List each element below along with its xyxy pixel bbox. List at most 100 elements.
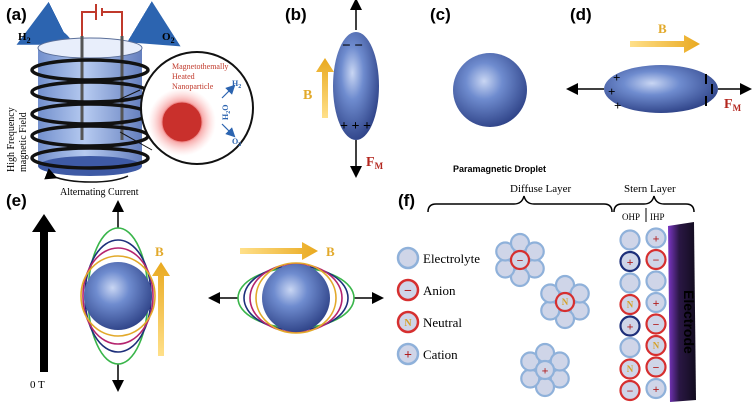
cation-cluster-core: + (534, 359, 556, 381)
ihp-ion-1-symbol: − (653, 253, 660, 267)
zero-field-label: 0 T (30, 379, 45, 391)
electrolyte-icon (396, 246, 420, 270)
cation-cluster-core-symbol: + (542, 363, 549, 377)
panel-d-label: (d) (570, 5, 592, 24)
np-label-2: Heated (172, 72, 195, 81)
neutral-cluster-core: N (554, 291, 576, 313)
ihp-ion-6-symbol: − (653, 360, 660, 374)
spherical-droplet (453, 53, 527, 127)
panel-a: (a) H2 O2 Hig (6, 1, 254, 198)
field-strength-arrow-icon (32, 214, 56, 372)
o2-arrow-icon (127, 1, 181, 47)
inset-h2-label: H2 (232, 79, 241, 90)
inset-h2o-label: H2O (221, 105, 232, 120)
legend-item-neutral: N Neutral (396, 310, 462, 334)
panel-c-caption: Paramagnetic Droplet (453, 164, 546, 174)
cation-icon (396, 342, 420, 366)
panel-d-force-label: FM (724, 97, 742, 113)
anion-icon (396, 278, 420, 302)
current-label: Alternating Current (60, 187, 139, 198)
ihp-label: IHP (650, 212, 665, 222)
ohp-ion-7: − (619, 379, 641, 402)
neutral-symbol: N (404, 318, 412, 329)
panel-b-field-label: B (303, 88, 312, 103)
field-arrow-e-vertical-icon (152, 262, 170, 356)
legend-electrolyte-label: Electrolyte (423, 251, 480, 266)
solvated-ion-clusters: − N + (495, 232, 590, 398)
panel-e: (e) 0 T B B (6, 191, 384, 392)
ihp-ion-7: + (645, 377, 667, 400)
svg-text:+: + (614, 98, 621, 113)
field-arrow-d-icon (630, 35, 700, 53)
cation-cluster-solvent-5 (549, 351, 570, 372)
field-label-line2: magnetic Field (18, 112, 29, 172)
droplet-minus-charges: − − (342, 38, 363, 54)
droplet-plus-charges-d: +++ (608, 70, 621, 113)
ihp-ion-4: − (645, 313, 667, 335)
elongated-droplet (333, 32, 379, 140)
ihp-ion-4-symbol: − (653, 317, 660, 331)
flattened-droplet (604, 65, 718, 113)
legend-neutral-label: Neutral (423, 315, 462, 330)
legend-item-anion: − Anion (396, 278, 456, 302)
ihp-ion-3: + (645, 291, 667, 314)
field-arrow-e-horizontal-icon (240, 242, 318, 260)
panel-b-force-label: FM (366, 155, 384, 171)
neutral-cluster-solvent-5 (569, 283, 590, 304)
anion-cluster-core-symbol: − (517, 253, 524, 267)
ohp-ion-0 (619, 229, 641, 251)
current-arrow-icon (44, 168, 129, 183)
panel-d: (d) B +++ FM (566, 5, 752, 113)
ohp-ion-7-symbol: − (627, 384, 634, 398)
stern-layer-label: Stern Layer (624, 183, 676, 195)
np-label-1: Magnetothemally (172, 62, 228, 71)
legend-cation-label: Cation (423, 347, 458, 362)
ohp-ion-3-symbol: N (627, 300, 634, 310)
ihp-ion-3-symbol: + (653, 296, 660, 310)
diffuse-layer-brace (427, 195, 613, 213)
neutral-icon (396, 310, 420, 334)
electrode: Electrode (668, 222, 697, 402)
ohp-ion-1-symbol: + (627, 255, 634, 269)
ohp-ion-4: + (619, 315, 641, 337)
droplet-e-horizontal (262, 264, 330, 332)
ihp-ion-2 (645, 270, 667, 292)
anion-cluster-solvent-5 (524, 241, 545, 262)
panel-e-field-label-horizontal: B (326, 244, 335, 259)
inset-h2-arrow-icon (221, 84, 236, 99)
nanoparticle-inset: Magnetothemally Heated Nanoparticle H2 H… (117, 51, 254, 165)
anion-cluster-core: − (509, 249, 531, 271)
panel-d-field-label: B (658, 21, 667, 36)
cation-cluster-solvent-3 (520, 351, 541, 372)
ohp-ion-5 (619, 336, 641, 359)
ihp-ion-1: − (645, 248, 667, 271)
droplet-minus-charges-d (705, 74, 713, 106)
neutral-cluster-solvent-3 (540, 283, 561, 304)
ihp-ion-6: − (645, 356, 667, 378)
ihp-ion-7-symbol: + (653, 382, 660, 396)
ihp-ion-5-symbol: N (653, 341, 660, 351)
ohp-ion-3: N (619, 293, 641, 316)
panel-b: (b) − − + + + B FM (285, 0, 384, 178)
electrode-label: Electrode (681, 290, 697, 354)
inset-o2-label: O2 (232, 137, 241, 148)
legend-item-cation: + Cation (396, 342, 458, 366)
panel-b-label: (b) (285, 5, 307, 24)
stern-layer-ions: +N+N−+−+−N−+ (619, 227, 667, 402)
inset-o2-arrow-icon (221, 123, 236, 138)
anion-cluster-solvent-3 (495, 241, 516, 262)
ohp-ion-1: + (619, 250, 641, 273)
field-arrow-b-icon (316, 58, 334, 118)
ohp-ion-2 (619, 272, 641, 294)
power-source-icon (81, 4, 123, 36)
legend-anion-label: Anion (423, 283, 456, 298)
ihp-ion-0: + (645, 227, 667, 249)
panel-c: (c) Paramagnetic Droplet (430, 5, 546, 174)
anion-symbol: − (404, 284, 412, 299)
legend-item-electrolyte: Electrolyte (396, 246, 480, 270)
stern-layer-brace (613, 195, 695, 213)
svg-text:+: + (608, 84, 615, 99)
ohp-ion-6: N (619, 358, 641, 380)
panel-a-label: (a) (6, 5, 27, 24)
